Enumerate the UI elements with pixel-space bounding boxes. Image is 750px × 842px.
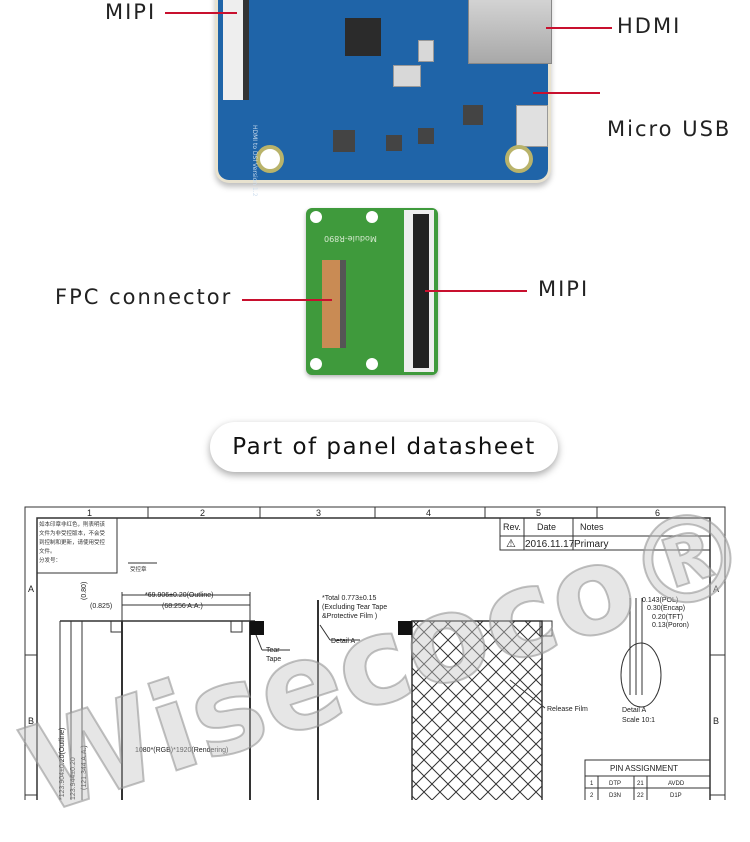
row-label: A bbox=[28, 584, 34, 594]
outer-frame bbox=[24, 506, 726, 800]
layer-label: 0.30(Encap) bbox=[647, 605, 685, 612]
rev-date: 2016.11.17 bbox=[525, 539, 575, 550]
detail-a-callout: Detail A bbox=[331, 638, 355, 645]
total-thickness: *Total 0.773±0.15 bbox=[322, 595, 377, 602]
pin-cell: 22 bbox=[637, 793, 644, 799]
notes-header: Notes bbox=[580, 522, 604, 532]
micro-usb-port bbox=[516, 105, 548, 147]
label-mipi-adapter: MIPI bbox=[538, 277, 590, 301]
fpc-connector bbox=[322, 260, 346, 348]
inner-frame bbox=[36, 517, 711, 800]
callout-line bbox=[546, 27, 612, 29]
column-label: 6 bbox=[655, 508, 660, 518]
pin-cell: AVDD bbox=[668, 781, 685, 787]
controlled-stamp: 受控章 bbox=[130, 565, 147, 573]
panel-datasheet-drawing: 1 2 3 4 5 6 A A B B 如本印章非红色，則表明该 文件为非受控版… bbox=[24, 506, 726, 800]
row-label: B bbox=[713, 716, 719, 726]
note-text: 如本印章非红色，則表明该 bbox=[39, 520, 106, 528]
layer-label: 0.143(POL) bbox=[642, 597, 678, 604]
note-text: 分发号： bbox=[39, 556, 61, 564]
dim-outline-width: *69.906±0.20(Outline) bbox=[145, 592, 213, 599]
tear-tape-marker bbox=[398, 621, 412, 635]
pin-cell: 1 bbox=[590, 781, 594, 787]
column-label: 2 bbox=[200, 508, 205, 518]
pin-cell: D3N bbox=[609, 793, 621, 799]
pin-assignment-title: PIN ASSIGNMENT bbox=[610, 764, 678, 773]
component bbox=[418, 40, 434, 62]
inductor bbox=[386, 135, 402, 151]
note-text: 到控制和更新，请使用受控 bbox=[39, 538, 106, 546]
tear-tape-label: Tear bbox=[266, 647, 280, 654]
dim-top-offset: (0.80) bbox=[81, 582, 88, 600]
label-fpc-connector: FPC connector bbox=[55, 285, 233, 309]
mount-hole bbox=[310, 358, 322, 370]
mount-hole bbox=[366, 211, 378, 223]
component bbox=[393, 65, 421, 87]
dim-left-offset: (0.825) bbox=[90, 603, 112, 610]
label-mipi-top: MIPI bbox=[105, 0, 157, 24]
mount-hole bbox=[505, 145, 533, 173]
row-label: A bbox=[713, 584, 719, 594]
dim-outline-height: *123.904±0.20(Outline) bbox=[59, 728, 66, 800]
column-label: 5 bbox=[536, 508, 541, 518]
layer-label: 0.13(Poron) bbox=[652, 622, 689, 629]
callout-line bbox=[242, 299, 332, 301]
total-thickness: &Protective Film ) bbox=[322, 613, 377, 620]
callout-line bbox=[533, 92, 600, 94]
tear-tape-label: Tape bbox=[266, 656, 281, 663]
section-title: Part of panel datasheet bbox=[210, 422, 558, 472]
layer-label: 0.20(TFT) bbox=[652, 614, 683, 621]
tear-tape-marker bbox=[250, 621, 264, 635]
release-film-label: Release Film bbox=[547, 706, 588, 713]
pin-cell: 21 bbox=[637, 781, 644, 787]
label-micro-usb: Micro USB bbox=[607, 117, 732, 141]
row-label: B bbox=[28, 716, 34, 726]
rev-notes: Primary bbox=[574, 539, 608, 550]
mount-hole bbox=[256, 145, 284, 173]
inductor bbox=[418, 128, 434, 144]
inductor bbox=[463, 105, 483, 125]
column-label: 1 bbox=[87, 508, 92, 518]
mount-hole bbox=[310, 211, 322, 223]
note-text: 文件。 bbox=[39, 547, 56, 555]
column-label: 4 bbox=[426, 508, 431, 518]
inductor bbox=[333, 130, 355, 152]
revision-triangle-icon: ⚠ bbox=[506, 538, 516, 550]
fpc-adapter-board-photo: Module-R890 bbox=[306, 208, 438, 375]
hdmi-to-mipi-board-photo: HDMI to DSI Version 1.2 bbox=[215, 0, 552, 197]
dim-height: 123.944±0.20 bbox=[70, 757, 77, 800]
note-text: 文件为非受控版本，不会受 bbox=[39, 529, 106, 537]
callout-line bbox=[165, 12, 237, 14]
resolution-label: 1080*(RGB)*1920(Rendering) bbox=[135, 747, 228, 754]
column-label: 3 bbox=[316, 508, 321, 518]
total-thickness: (Excluding Tear Tape bbox=[322, 604, 387, 611]
mipi-connector bbox=[223, 0, 249, 100]
main-chip bbox=[345, 18, 381, 56]
pin-cell: D1P bbox=[670, 793, 682, 799]
mount-hole bbox=[366, 358, 378, 370]
pin-cell: DTP bbox=[609, 781, 621, 787]
detail-scale: Detail A bbox=[622, 707, 646, 714]
dim-aa-height: (121.344 A.A.) bbox=[81, 745, 88, 790]
mipi-connector bbox=[404, 210, 434, 372]
label-hdmi: HDMI bbox=[617, 14, 682, 38]
callout-line bbox=[425, 290, 527, 292]
hdmi-port bbox=[468, 0, 552, 64]
date-header: Date bbox=[537, 522, 556, 532]
dim-aa-width: (68.256 A.A.) bbox=[162, 603, 203, 610]
pin-cell: 2 bbox=[590, 793, 594, 799]
detail-scale: Scale 10:1 bbox=[622, 717, 655, 724]
rev-header: Rev. bbox=[503, 522, 521, 532]
